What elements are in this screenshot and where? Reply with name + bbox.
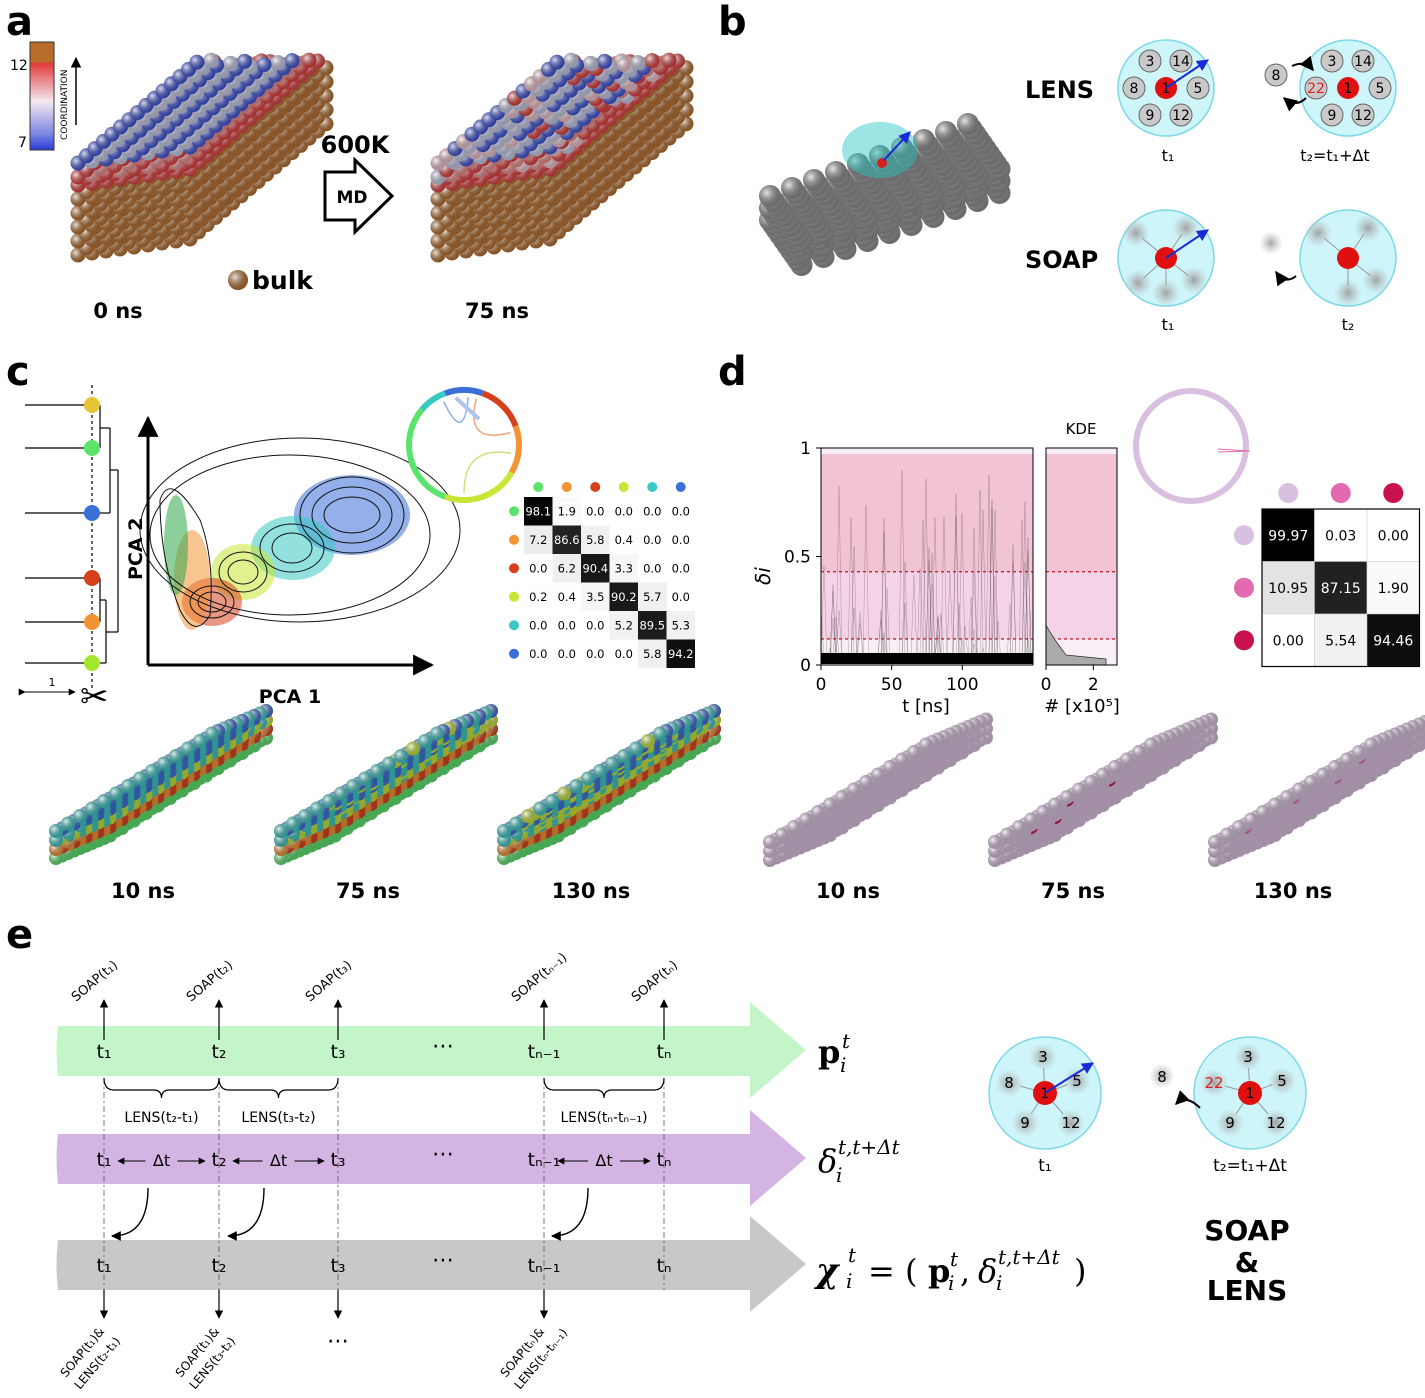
panel-label-d: d	[718, 349, 747, 395]
atom-shade	[549, 54, 565, 70]
colorbar-min: 7	[18, 135, 27, 151]
colorbar-max: 12	[10, 58, 28, 74]
panel-label-b: b	[718, 0, 747, 45]
atom-shade	[203, 52, 219, 68]
atom-shade	[256, 57, 272, 73]
panel-label-c: c	[6, 349, 30, 395]
md-label: MD	[336, 188, 367, 208]
atom-shade	[223, 55, 238, 71]
atom-shade	[630, 55, 646, 71]
atom-shade	[284, 53, 300, 69]
panel-label-a: a	[6, 0, 33, 45]
atom-shade	[237, 53, 252, 69]
atom-shade	[597, 53, 612, 69]
time-75ns: 75 ns	[465, 299, 529, 323]
atom-shade	[583, 55, 598, 71]
slab-0ns	[70, 52, 334, 263]
atom-shade	[189, 54, 205, 70]
colorbar-label: COORDINATION	[60, 70, 70, 140]
atom-shade	[270, 55, 286, 71]
bulk-label: bulk	[252, 266, 314, 295]
atom-shade	[301, 52, 317, 68]
slab-75ns	[430, 52, 694, 263]
atom-shade	[644, 53, 660, 69]
atom-shade	[563, 52, 579, 68]
time-0ns: 0 ns	[93, 299, 142, 323]
temperature-label: 600K	[321, 131, 391, 159]
panel-a: 12 7 COORDINATION 600K MD bulk 0 ns 75 n…	[10, 41, 694, 323]
panel-label-e: e	[6, 912, 33, 958]
atom-shade	[661, 52, 677, 68]
coordination-colorbar	[29, 41, 55, 151]
atom-shade	[616, 57, 632, 73]
